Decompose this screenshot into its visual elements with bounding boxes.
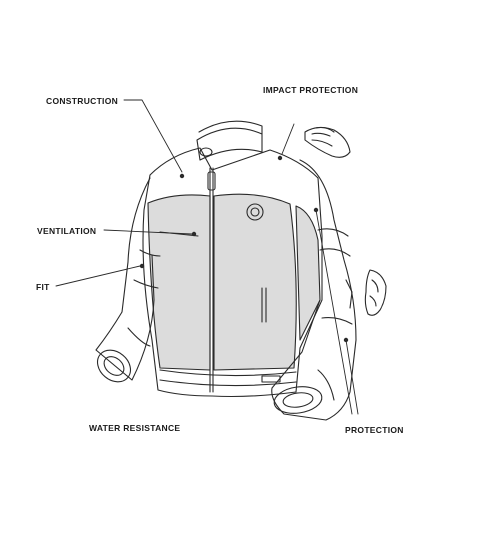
leader-fit — [55, 265, 141, 287]
leader-impact-protection — [281, 123, 295, 155]
jacket-body-outline — [142, 147, 323, 398]
chest-badge — [246, 203, 264, 221]
waist-band — [159, 369, 297, 377]
label-protection: PROTECTION — [345, 425, 404, 435]
leader-protection-lower — [345, 339, 359, 415]
label-fit: FIT — [36, 282, 50, 292]
side-mesh-panel — [295, 205, 321, 341]
leader-ventilation — [103, 229, 193, 235]
label-construction: CONSTRUCTION — [46, 96, 119, 106]
front-mesh-panel — [147, 194, 211, 371]
front-mesh-panel-right — [213, 193, 297, 371]
leader-construction — [123, 99, 183, 173]
label-impact-protection: IMPACT PROTECTION — [263, 85, 359, 95]
collar — [196, 127, 263, 161]
elbow-armor-pad — [364, 269, 387, 316]
label-ventilation: VENTILATION — [37, 226, 97, 236]
right-sleeve — [271, 159, 357, 421]
shoulder-armor-pad — [304, 126, 351, 158]
left-sleeve — [95, 177, 155, 381]
label-water-resistance: WATER RESISTANCE — [89, 423, 181, 433]
leader-protection-upper — [315, 209, 353, 415]
